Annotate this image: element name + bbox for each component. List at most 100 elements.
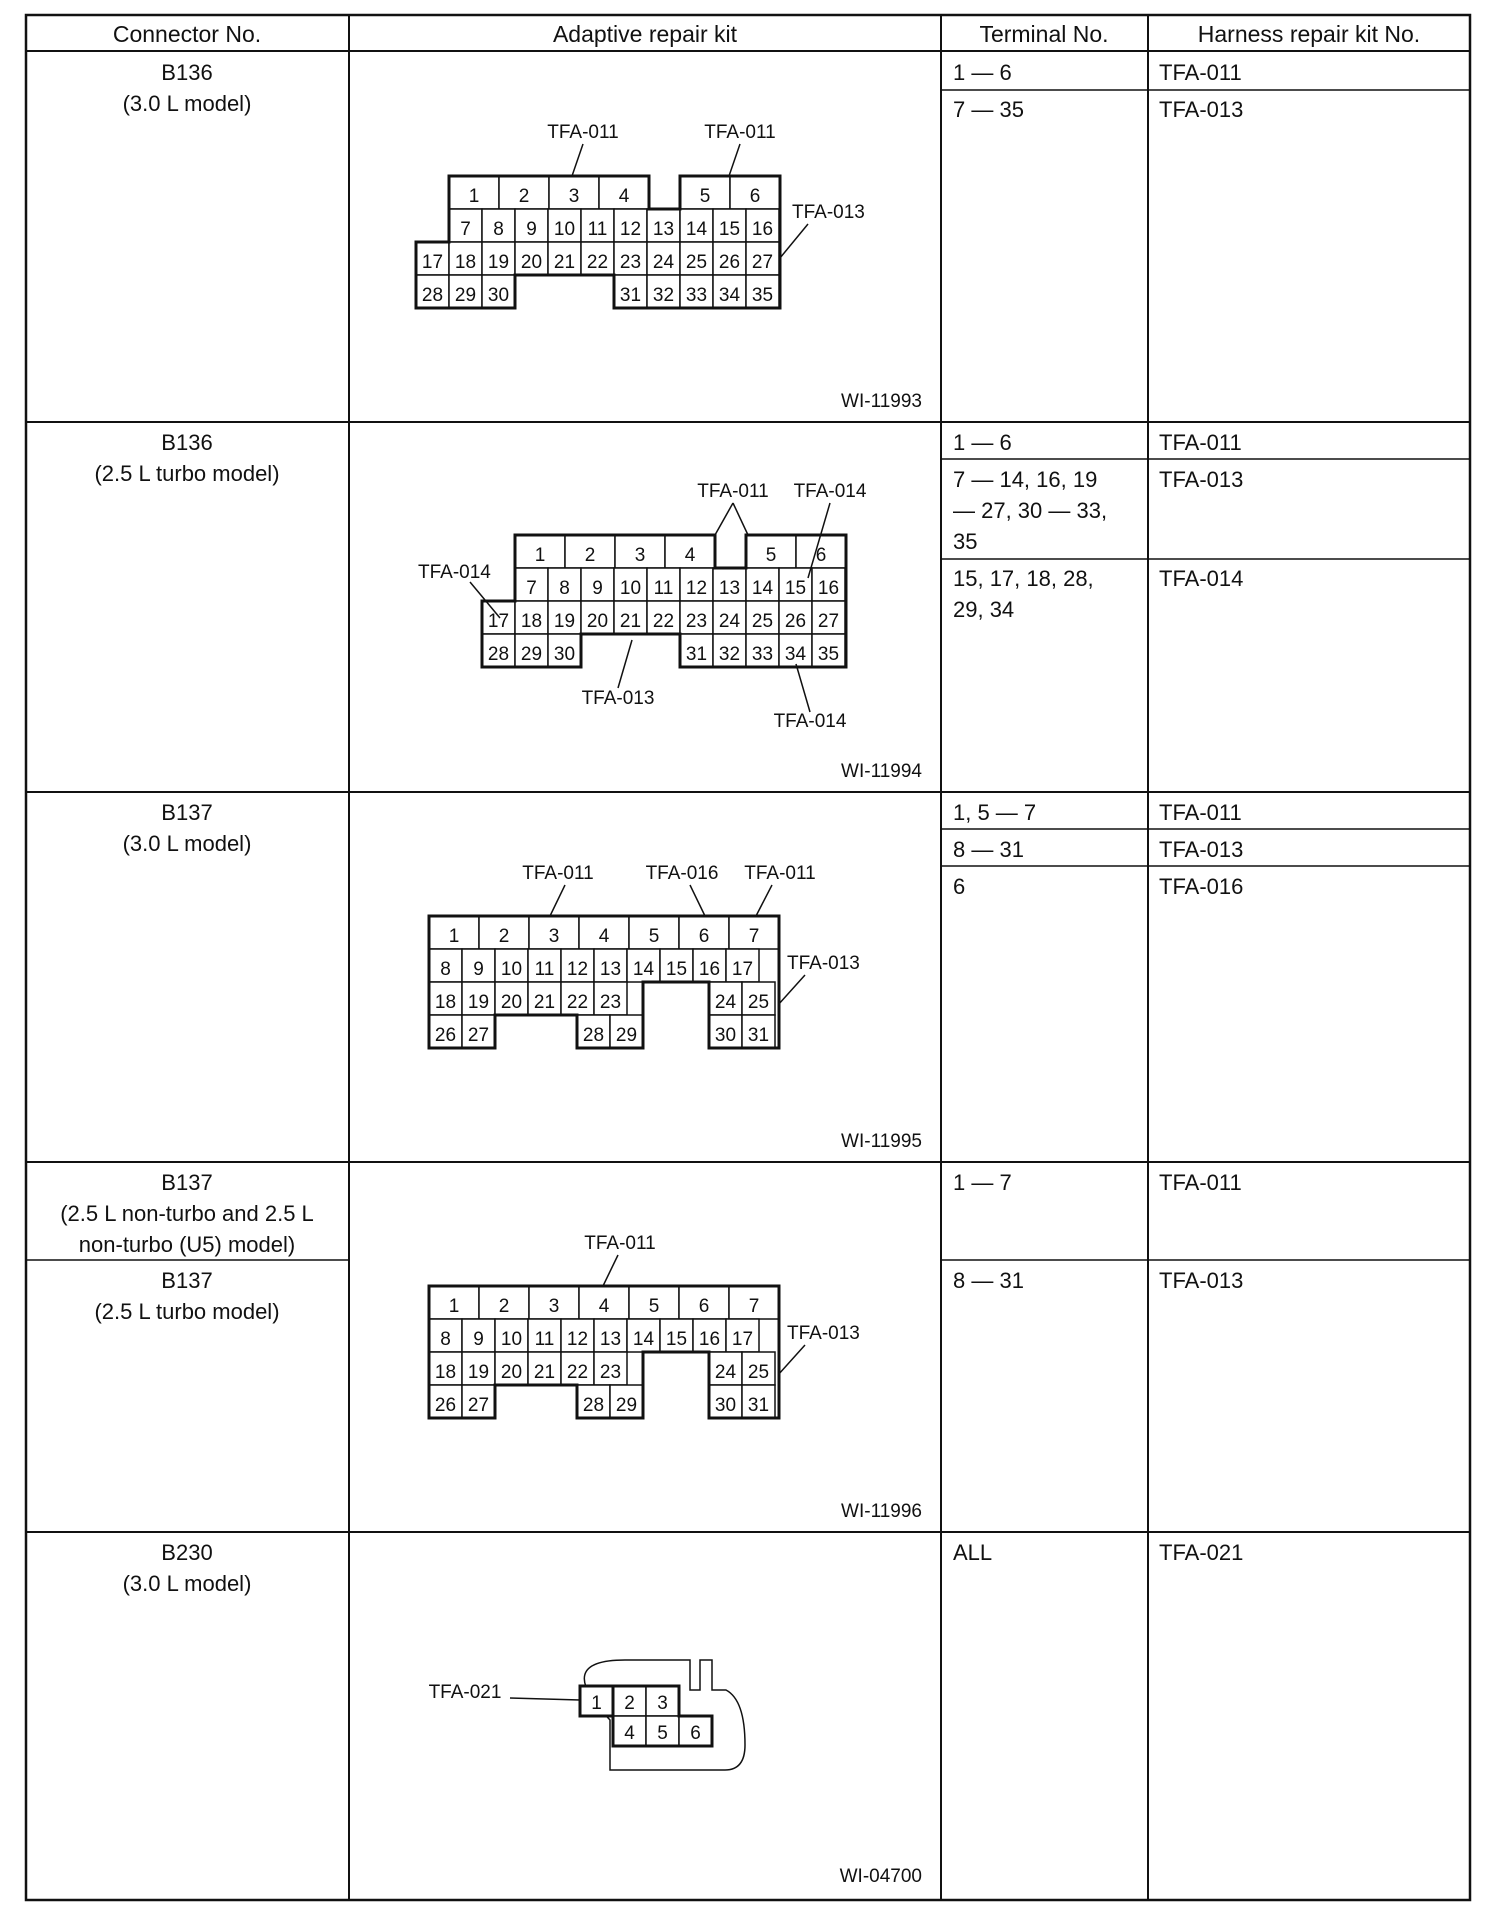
pin-number: 4 (599, 926, 610, 947)
connector-outline (427, 914, 781, 1050)
pin-number: 4 (619, 186, 630, 207)
pin-number: 22 (567, 992, 588, 1013)
pin-number: 19 (488, 252, 509, 273)
pin-cell (593, 1351, 628, 1386)
pin-cell (811, 633, 846, 668)
pin-number: 2 (519, 186, 530, 207)
pin-cell (494, 1318, 529, 1353)
pin-number: 14 (752, 578, 774, 599)
pin-number: 13 (653, 219, 674, 240)
pin-number: 9 (473, 1329, 484, 1350)
pin-number: 28 (422, 285, 443, 306)
connector-label: (3.0 L model) (123, 91, 252, 116)
terminal-number: 7 — 35 (953, 97, 1024, 122)
pin-number: 22 (587, 252, 608, 273)
pin-cell (795, 534, 847, 569)
terminal-number: 8 — 31 (953, 837, 1024, 862)
pin-number: 18 (455, 252, 476, 273)
pin-number: 15 (666, 959, 687, 980)
pin-number: 30 (488, 285, 509, 306)
pin-cell (528, 915, 580, 950)
pin-cell (729, 175, 781, 210)
callout-label: TFA-021 (429, 1682, 502, 1703)
pin-number: 29 (521, 644, 542, 665)
pin-highlight (578, 1684, 615, 1718)
pin-number: 20 (587, 611, 608, 632)
pin-number: 9 (473, 959, 484, 980)
pin-number: 17 (422, 252, 443, 273)
terminal-number: 35 (953, 529, 977, 554)
pin-number: 16 (699, 959, 720, 980)
pin-number: 29 (616, 1395, 637, 1416)
callout-label: TFA-014 (774, 711, 847, 732)
connector-label: B230 (161, 1540, 212, 1565)
pin-number: 3 (635, 545, 646, 566)
pin-number: 30 (715, 1025, 736, 1046)
pin-number: 4 (624, 1723, 635, 1744)
terminal-number: 15, 17, 18, 28, (953, 566, 1094, 591)
pin-number: 26 (435, 1395, 456, 1416)
pin-number: 5 (700, 186, 711, 207)
pin-number: 17 (488, 611, 509, 632)
leader-line (732, 502, 749, 536)
pin-number: 13 (600, 1329, 621, 1350)
terminal-number: 1 — 6 (953, 430, 1012, 455)
connector-label: B136 (161, 430, 212, 455)
pin-number: 1 (469, 186, 480, 207)
header-cell: Harness repair kit No. (1198, 21, 1420, 47)
pin-number: 14 (686, 219, 708, 240)
pin-number: 5 (649, 1296, 660, 1317)
pin-number: 20 (501, 1362, 522, 1383)
pin-number: 16 (752, 219, 773, 240)
pin-number: 33 (686, 285, 707, 306)
pin-number: 6 (750, 186, 761, 207)
pin-number: 9 (592, 578, 603, 599)
pin-number: 12 (567, 1329, 588, 1350)
pin-number: 26 (719, 252, 740, 273)
pin-cell (659, 948, 694, 983)
pin-cell (613, 600, 648, 635)
pin-cell (461, 948, 496, 983)
pin-number: 8 (493, 219, 504, 240)
harness-kit-number: TFA-016 (1159, 874, 1243, 899)
terminal-number: — 27, 30 — 33, (953, 498, 1107, 523)
pin-number: 19 (468, 992, 489, 1013)
harness-kit-number: TFA-011 (1159, 60, 1242, 85)
pin-number: 34 (785, 644, 807, 665)
pin-cell (741, 1014, 776, 1049)
leader-line (779, 223, 809, 259)
pin-cell (593, 981, 628, 1016)
pin-number: 19 (554, 611, 575, 632)
pin-number: 17 (732, 959, 753, 980)
pin-cell (712, 633, 747, 668)
pin-number: 10 (501, 1329, 522, 1350)
terminal-number: 1, 5 — 7 (953, 800, 1036, 825)
pin-number: 5 (766, 545, 777, 566)
connector-label: (2.5 L turbo model) (94, 1299, 279, 1324)
pin-cell (494, 1351, 529, 1386)
pin-number: 15 (719, 219, 740, 240)
leader-line (777, 1344, 806, 1376)
pin-number: 2 (624, 1693, 635, 1714)
terminal-number: 7 — 14, 16, 19 (953, 467, 1097, 492)
leader-line (755, 884, 773, 917)
pin-number: 31 (748, 1025, 769, 1046)
pin-number: 7 (460, 219, 471, 240)
connector-label: (2.5 L turbo model) (94, 461, 279, 486)
harness-kit-number: TFA-011 (1159, 1170, 1242, 1195)
pin-number: 32 (719, 644, 740, 665)
connector-label: B137 (161, 1170, 212, 1195)
pin-number: 7 (749, 926, 760, 947)
connector-label: (2.5 L non-turbo and 2.5 L (60, 1201, 314, 1226)
pin-cell (461, 1014, 496, 1049)
pin-cell (494, 948, 529, 983)
leader-line (714, 502, 734, 536)
pin-cell (741, 1351, 776, 1386)
pin-number: 25 (748, 1362, 769, 1383)
harness-kit-number: TFA-021 (1159, 1540, 1243, 1565)
pin-number: 1 (449, 1296, 460, 1317)
